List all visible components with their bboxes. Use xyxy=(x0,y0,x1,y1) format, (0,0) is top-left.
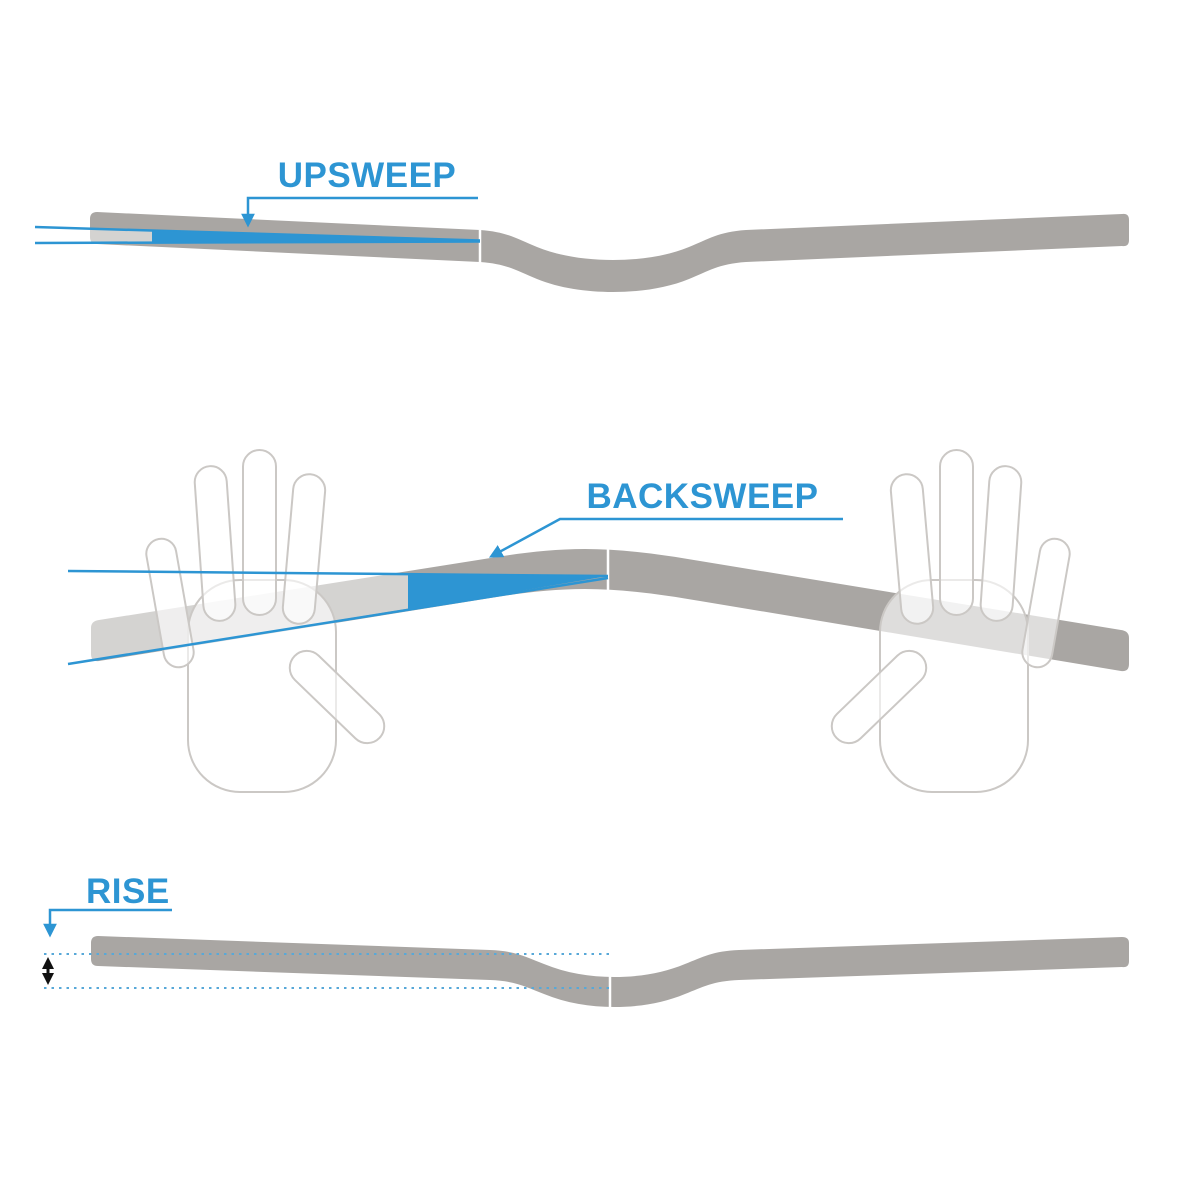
backsweep-axis-line xyxy=(67,576,609,666)
handlebar-front-view-rise xyxy=(91,936,1129,1007)
ring-finger xyxy=(193,465,237,622)
upsweep-axis-line xyxy=(34,225,481,242)
upsweep-label: UPSWEEP xyxy=(277,156,457,195)
upsweep-reference-line xyxy=(34,240,481,245)
rise-diagram xyxy=(42,908,1129,1008)
rise-leader-arrow xyxy=(43,908,172,938)
upsweep-diagram xyxy=(34,196,1129,292)
middle-finger xyxy=(242,449,277,616)
backsweep-diagram xyxy=(67,449,1129,793)
rise-label: RISE xyxy=(86,872,170,911)
upsweep-angle-wedge xyxy=(152,230,480,243)
upsweep-leader-arrow xyxy=(241,196,478,228)
handlebar-front-view xyxy=(90,212,1129,292)
thumb xyxy=(288,649,386,745)
backsweep-label: BACKSWEEP xyxy=(586,477,819,516)
backsweep-angle-wedge xyxy=(408,574,608,610)
backsweep-leader-arrow xyxy=(488,517,843,558)
index-finger xyxy=(281,473,327,625)
hand-outline-left xyxy=(145,449,386,793)
